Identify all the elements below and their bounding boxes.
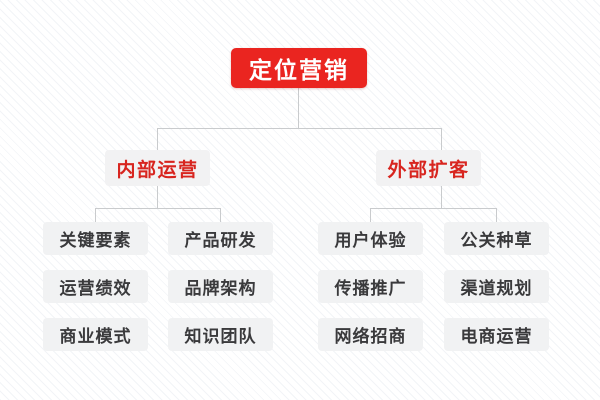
leaf-node-label: 传播推广 (334, 279, 407, 299)
leaf-node-label: 电商运营 (460, 327, 533, 347)
connector-branch-right-stem (441, 186, 442, 208)
connector-branch-right-drop-1 (370, 208, 371, 222)
leaf-node[interactable]: 商业模式 (43, 318, 148, 351)
connector-branch-left-drop-1 (95, 208, 96, 222)
branch-node-internal-operations[interactable]: 内部运营 (105, 150, 210, 186)
leaf-node[interactable]: 传播推广 (318, 270, 423, 303)
leaf-node[interactable]: 关键要素 (43, 222, 148, 255)
leaf-node[interactable]: 知识团队 (168, 318, 273, 351)
leaf-node-label: 网络招商 (334, 327, 407, 347)
leaf-node-label: 知识团队 (184, 327, 257, 347)
connector-root-drop-left (157, 128, 158, 150)
leaf-node-label: 用户体验 (334, 231, 407, 251)
leaf-node-label: 运营绩效 (59, 279, 132, 299)
leaf-node-label: 品牌架构 (184, 279, 257, 299)
connector-branch-left-stem (157, 186, 158, 208)
leaf-node-label: 关键要素 (59, 231, 132, 251)
leaf-node[interactable]: 网络招商 (318, 318, 423, 351)
leaf-node-label: 商业模式 (59, 327, 132, 347)
connector-branch-left-drop-2 (220, 208, 221, 222)
connector-root-bus (157, 128, 441, 129)
connector-branch-right-drop-2 (496, 208, 497, 222)
connector-root-stem (298, 87, 299, 128)
leaf-node[interactable]: 用户体验 (318, 222, 423, 255)
root-node[interactable]: 定位营销 (231, 48, 367, 88)
leaf-node-label: 公关种草 (460, 231, 533, 251)
branch-node-label: 外部扩客 (387, 158, 470, 181)
leaf-node-label: 渠道规划 (460, 279, 533, 299)
root-node-label: 定位营销 (249, 58, 349, 84)
branch-node-label: 内部运营 (116, 158, 199, 181)
leaf-node[interactable]: 品牌架构 (168, 270, 273, 303)
leaf-node[interactable]: 公关种草 (444, 222, 549, 255)
leaf-node[interactable]: 产品研发 (168, 222, 273, 255)
leaf-node[interactable]: 运营绩效 (43, 270, 148, 303)
leaf-node-label: 产品研发 (184, 231, 257, 251)
leaf-node[interactable]: 电商运营 (444, 318, 549, 351)
connector-root-drop-right (441, 128, 442, 150)
connector-branch-right-bus (370, 208, 496, 209)
branch-node-external-acquisition[interactable]: 外部扩客 (376, 150, 481, 186)
connector-branch-left-bus (95, 208, 220, 209)
leaf-node[interactable]: 渠道规划 (444, 270, 549, 303)
